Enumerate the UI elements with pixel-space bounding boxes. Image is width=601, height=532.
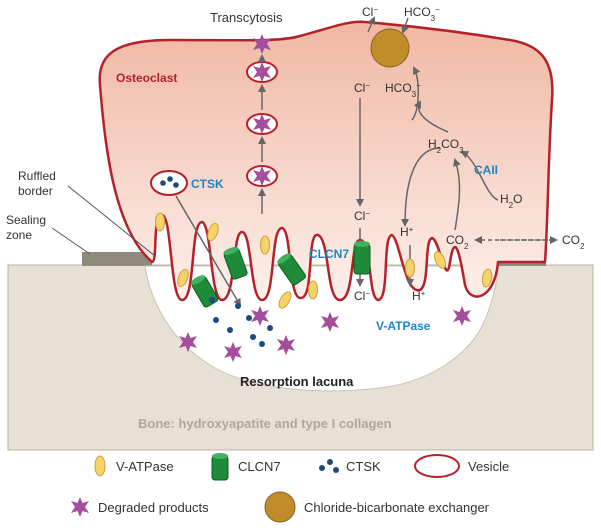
ruffled-border-pointer <box>67 185 156 257</box>
chem-cl-mid: Cl− <box>354 209 370 224</box>
legend-degraded-icon <box>71 497 89 517</box>
label-resorption-lacuna: Resorption lacuna <box>240 374 354 389</box>
chem-co2-in: CO2 <box>446 233 469 251</box>
label-ctsk: CTSK <box>191 177 224 191</box>
v-atpase-pumps <box>155 212 493 309</box>
legend: V-ATPase CLCN7 CTSK Vesicle Degraded pro… <box>71 453 509 523</box>
sealing-zone-left <box>82 252 152 266</box>
chem-h2co3: H2CO3 <box>428 137 464 155</box>
label-bone: Bone: hydroxyapatite and type I collagen <box>138 416 392 431</box>
legend-clcn7-label: CLCN7 <box>238 459 281 474</box>
ctsk-vesicle <box>150 170 188 196</box>
chem-hco3-top: HCO3− <box>404 5 440 23</box>
legend-ctsk-label: CTSK <box>346 459 381 474</box>
chem-h2o: H2O <box>500 192 522 210</box>
sealing-zone-pointer <box>51 227 91 255</box>
legend-vesicle-icon <box>414 454 460 478</box>
clcn7-membrane <box>190 246 306 308</box>
chloride-bicarbonate-exchanger <box>370 28 410 68</box>
legend-vesicle-label: Vesicle <box>468 459 509 474</box>
chem-co2-out: CO2 <box>562 233 585 251</box>
ctsk-dots-vesicle <box>160 176 179 188</box>
label-clcn7: CLCN7 <box>309 247 349 261</box>
chem-h-plus-in: H+ <box>400 225 414 240</box>
legend-ctsk-icon <box>319 459 339 473</box>
label-v-atpase: V-ATPase <box>376 319 431 333</box>
chemistry-arrows <box>356 16 558 287</box>
chem-cl-lacuna: Cl− <box>354 289 370 304</box>
label-osteoclast: Osteoclast <box>116 71 177 85</box>
ctsk-secretion-arrow <box>175 195 242 307</box>
chem-cl-in: Cl− <box>354 81 370 96</box>
legend-clcn7-icon <box>211 453 229 481</box>
legend-degraded-label: Degraded products <box>98 500 209 515</box>
chem-hco3-in: HCO3− <box>385 81 421 99</box>
chem-h-plus-lacuna: H+ <box>412 289 426 304</box>
legend-v-atpase-label: V-ATPase <box>116 459 174 474</box>
legend-v-atpase-icon <box>94 455 106 477</box>
legend-exchanger-label: Chloride-bicarbonate exchanger <box>304 500 490 515</box>
legend-exchanger-icon <box>264 491 296 523</box>
clcn7-channel <box>353 241 371 275</box>
label-caii: CAII <box>474 163 498 177</box>
label-transcytosis: Transcytosis <box>210 10 283 25</box>
chem-cl-top: Cl− <box>362 5 378 20</box>
ctsk-dots-lacuna <box>209 297 273 347</box>
